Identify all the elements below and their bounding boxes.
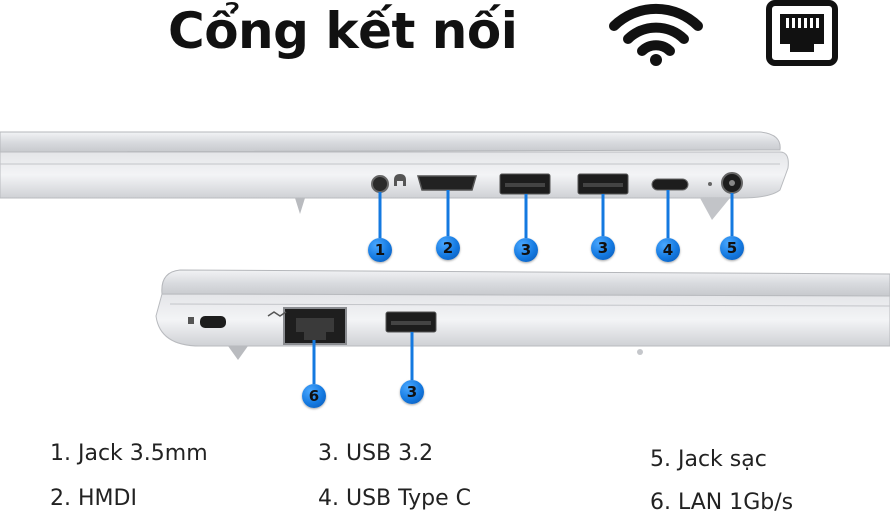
legend-item: 3. USB 3.2 <box>318 441 434 466</box>
legend-item: 4. USB Type C <box>318 486 472 511</box>
page-title: Cổng kết nối <box>168 2 518 60</box>
legend-item: 5. Jack sạc <box>650 447 767 472</box>
wifi-icon <box>609 3 703 66</box>
laptop-right-side <box>0 131 789 238</box>
marker-6: 6 <box>302 384 326 408</box>
legend-item: 2. HMDI <box>50 486 137 511</box>
lan-port-icon <box>766 0 838 66</box>
marker-5: 5 <box>720 236 744 260</box>
marker-2: 2 <box>436 236 460 260</box>
hdmi-port <box>417 175 477 191</box>
marker-4: 4 <box>656 238 680 262</box>
audio-jack-port <box>371 175 389 193</box>
laptop-left-side <box>155 269 890 384</box>
marker-3c: 3 <box>400 380 424 404</box>
security-lock-slot <box>200 316 226 328</box>
legend-item: 1. Jack 3.5mm <box>50 441 208 466</box>
usb-c-port <box>651 178 689 191</box>
legend-item: 6. LAN 1Gb/s <box>650 490 794 515</box>
marker-3: 3 <box>514 238 538 262</box>
marker-1: 1 <box>368 238 392 262</box>
marker-3b: 3 <box>591 236 615 260</box>
